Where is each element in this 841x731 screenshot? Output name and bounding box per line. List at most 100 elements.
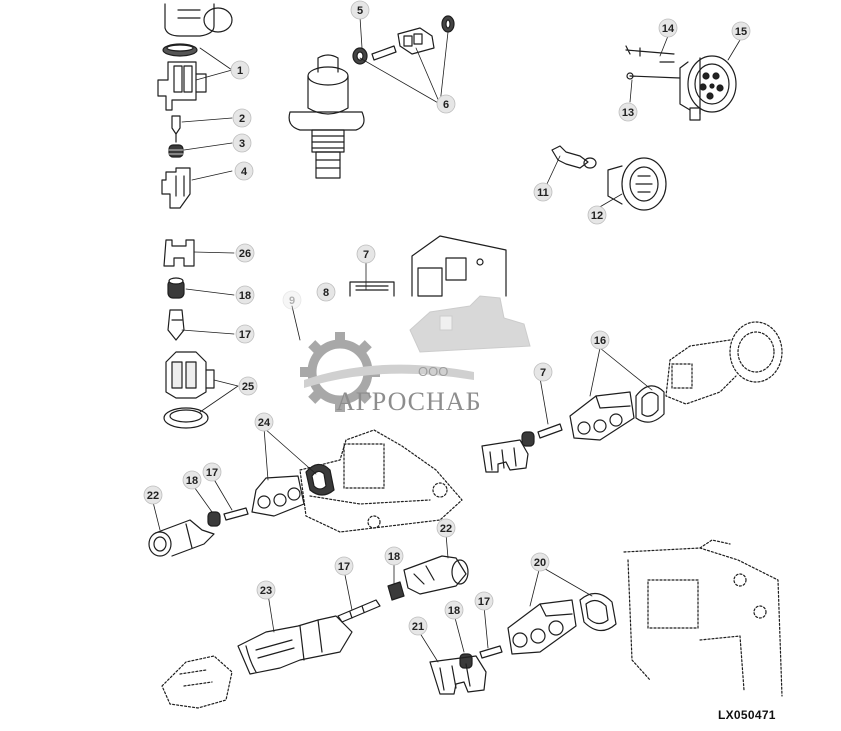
part-bulb-holder — [164, 3, 233, 37]
callout-c20: 20 — [530, 552, 550, 572]
callout-number: 25 — [242, 381, 254, 393]
callout-number: 12 — [591, 210, 603, 222]
part-seal-ring-1 — [162, 43, 198, 57]
callout-c18b: 18 — [182, 470, 202, 490]
part-seal-6 — [441, 15, 455, 33]
callout-number: 17 — [478, 596, 490, 608]
part-seal-7b — [521, 431, 535, 447]
part-seal-18 — [167, 277, 185, 299]
part-seal-20 — [579, 592, 617, 632]
part-housing-dotted-bottom-right — [623, 539, 783, 697]
callout-circle — [731, 21, 751, 41]
part-terminal-17b — [223, 507, 249, 521]
callout-number: 17 — [206, 467, 218, 479]
callout-number: 3 — [239, 138, 245, 150]
watermark: ООО АГРОСНАБ — [300, 295, 531, 416]
callout-circle — [474, 591, 494, 611]
part-pin-14 — [625, 45, 675, 63]
figure-reference: LX050471 — [718, 708, 776, 722]
callout-circle — [408, 616, 428, 636]
part-connector-20 — [507, 599, 577, 655]
part-seal-25 — [163, 407, 209, 429]
part-connector-6 — [397, 27, 435, 55]
callout-circle — [182, 470, 202, 490]
callout-circle — [256, 580, 276, 600]
callout-c17c: 17 — [334, 556, 354, 576]
callout-c21: 21 — [408, 616, 428, 636]
callout-c13: 13 — [618, 102, 638, 122]
part-seal-18b — [207, 511, 221, 527]
part-seal-24 — [305, 463, 335, 496]
callout-circle — [587, 205, 607, 225]
callout-number: 7 — [540, 367, 546, 379]
callout-number: 5 — [357, 5, 363, 17]
callout-number: 4 — [241, 166, 248, 178]
part-seal-16 — [635, 385, 665, 423]
callout-circle — [533, 362, 553, 382]
part-connector-1 — [157, 61, 207, 111]
callout-circle — [230, 60, 250, 80]
part-socket-12 — [607, 157, 667, 211]
callout-c4: 4 — [234, 161, 254, 181]
callout-number: 24 — [258, 417, 271, 429]
callout-number: 9 — [289, 295, 295, 307]
callout-circle — [356, 244, 376, 264]
callout-circle — [235, 324, 255, 344]
callout-c18a: 18 — [235, 285, 255, 305]
part-housing-16-dotted — [665, 321, 783, 405]
callout-c3: 3 — [232, 133, 252, 153]
part-seal-18c — [387, 581, 405, 601]
part-terminal-17 — [167, 309, 185, 341]
watermark-company-name: АГРОСНАБ — [336, 387, 482, 416]
callout-c9: 9 — [282, 290, 302, 310]
part-connector-16 — [569, 391, 635, 441]
watermark-company-type: ООО — [418, 364, 448, 379]
callout-number: 17 — [239, 329, 251, 341]
callout-circle — [282, 290, 302, 310]
part-lock-26 — [163, 239, 195, 267]
callout-number: 1 — [237, 65, 243, 77]
callout-circle — [444, 600, 464, 620]
callout-circle — [530, 552, 550, 572]
callout-c7b: 7 — [533, 362, 553, 382]
callout-c16: 16 — [590, 330, 610, 350]
callout-circle — [316, 282, 336, 302]
callout-circle — [436, 518, 456, 538]
callout-c22b: 22 — [436, 518, 456, 538]
callout-c18d: 18 — [444, 600, 464, 620]
callout-number: 15 — [735, 26, 747, 38]
part-connector-25 — [165, 351, 215, 399]
callout-number: 17 — [338, 561, 350, 573]
callout-c24: 24 — [254, 412, 274, 432]
part-terminal-5 — [371, 45, 397, 61]
part-terminal-17c — [337, 599, 381, 623]
part-lock-21 — [429, 655, 487, 695]
callout-number: 14 — [662, 23, 675, 35]
callout-circle — [350, 0, 370, 20]
callout-number: 20 — [534, 557, 546, 569]
part-dotted-connector-bottom-left — [161, 655, 233, 709]
callout-c12: 12 — [587, 205, 607, 225]
callout-circle — [533, 182, 553, 202]
callout-c22a: 22 — [143, 485, 163, 505]
callout-c18c: 18 — [384, 546, 404, 566]
callout-circle — [235, 243, 255, 263]
callout-number: 8 — [323, 287, 329, 299]
callout-c25: 25 — [238, 376, 258, 396]
callout-number: 7 — [363, 249, 369, 261]
callout-circle — [590, 330, 610, 350]
part-seal-3 — [168, 144, 184, 158]
part-terminal-2 — [171, 115, 181, 143]
callout-number: 22 — [440, 523, 452, 535]
part-terminal-17d — [479, 645, 503, 659]
callout-circle — [436, 94, 456, 114]
callout-number: 18 — [448, 605, 460, 617]
part-lock-4 — [161, 167, 191, 209]
callout-circle — [232, 133, 252, 153]
callout-circle — [384, 546, 404, 566]
callout-circle — [238, 376, 258, 396]
callout-number: 22 — [147, 490, 159, 502]
callout-number: 18 — [239, 290, 251, 302]
callout-number: 18 — [186, 475, 198, 487]
callout-c15: 15 — [731, 21, 751, 41]
